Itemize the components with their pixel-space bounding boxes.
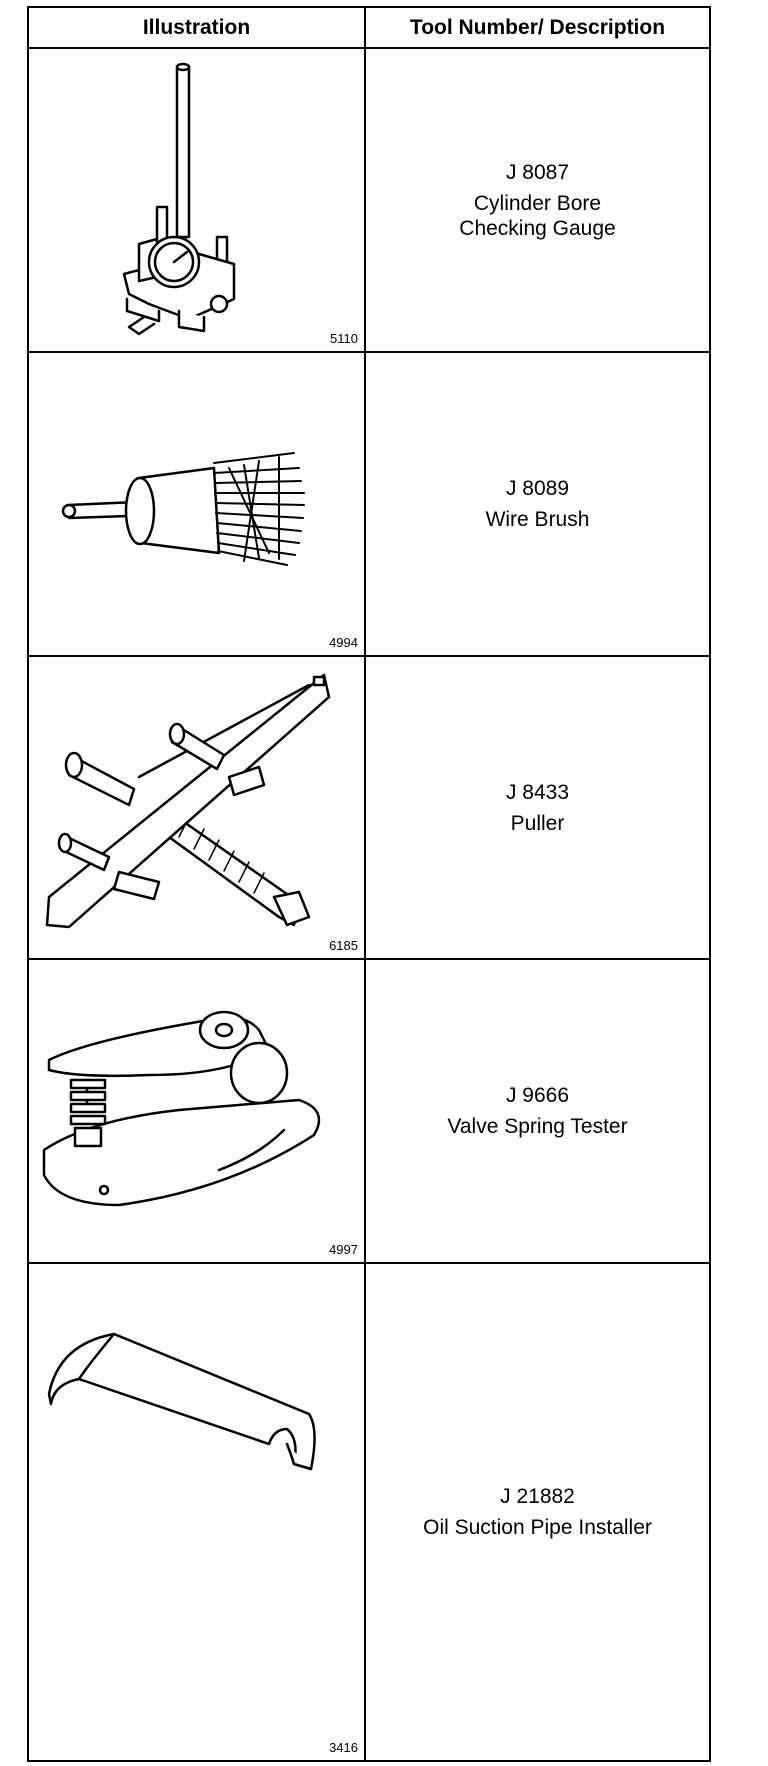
figure-number: 6185 — [329, 938, 358, 953]
description-cell: J 21882 Oil Suction Pipe Installer — [366, 1264, 709, 1760]
oil-suction-pipe-installer-icon — [47, 1332, 316, 1471]
valve-spring-tester-icon — [42, 1010, 321, 1207]
illustration-cell: 3416 — [29, 1264, 364, 1760]
table-row: 6185 J 8433 Puller — [29, 657, 709, 960]
tool-description-line: Oil Suction Pipe Installer — [423, 1516, 652, 1539]
wire-brush-icon — [61, 452, 305, 566]
figure-number: 4994 — [329, 635, 358, 650]
figure-number: 4997 — [329, 1242, 358, 1257]
tool-number: J 21882 — [500, 1485, 575, 1508]
tool-description-line: Valve Spring Tester — [447, 1115, 628, 1138]
table-row: 3416 J 21882 Oil Suction Pipe Installer — [29, 1264, 709, 1760]
tool-number: J 8433 — [505, 780, 570, 804]
illustration-cell: 6185 — [29, 657, 364, 958]
description-cell: J 9666 Valve Spring Tester — [366, 960, 709, 1262]
description-cell: J 8087 Cylinder Bore Checking Gauge — [366, 49, 709, 351]
tool-description-line: Puller — [510, 811, 565, 835]
tool-description-line: Cylinder Bore — [473, 191, 602, 215]
illustration-cell: 4994 — [29, 353, 364, 655]
description-cell: J 8089 Wire Brush — [366, 353, 709, 655]
table-row: 5110 J 8087 Cylinder Bore Checking Gauge — [29, 49, 709, 353]
header-tool-description: Tool Number/ Description — [409, 16, 666, 39]
tool-number: J 8089 — [505, 477, 570, 500]
tool-description-line: Checking Gauge — [459, 216, 616, 240]
illustration-cell: 5110 — [29, 49, 364, 351]
tool-description-line: Wire Brush — [485, 508, 590, 531]
figure-number: 3416 — [329, 1740, 358, 1755]
table-header: Illustration Tool Number/ Description — [29, 8, 709, 49]
cylinder-bore-gauge-icon — [122, 62, 236, 336]
table-row: 4994 J 8089 Wire Brush — [29, 353, 709, 657]
column-divider — [364, 8, 366, 1760]
tool-number: J 8087 — [505, 160, 570, 184]
tool-table: Illustration Tool Number/ Description 51… — [27, 6, 711, 1762]
tool-number: J 9666 — [505, 1084, 570, 1107]
header-illustration: Illustration — [142, 16, 251, 39]
illustration-cell: 4997 — [29, 960, 364, 1262]
description-cell: J 8433 Puller — [366, 657, 709, 958]
puller-icon — [45, 673, 331, 929]
table-row: 4997 J 9666 Valve Spring Tester — [29, 960, 709, 1264]
figure-number: 5110 — [330, 331, 358, 346]
